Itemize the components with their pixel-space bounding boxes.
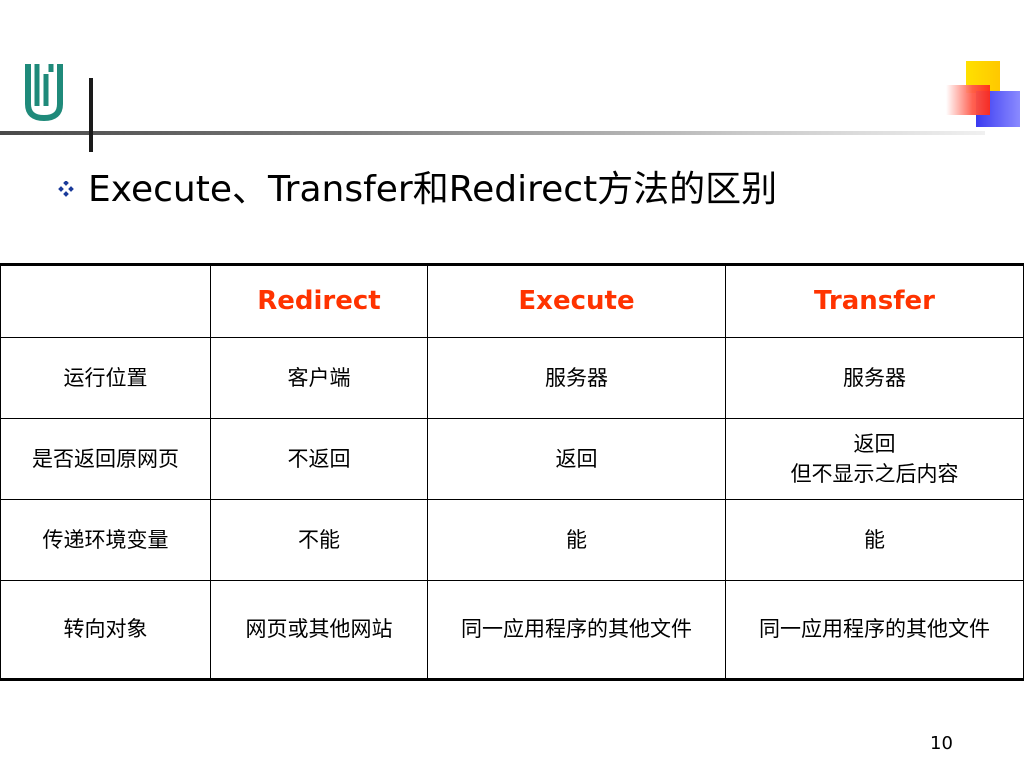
comparison-table-container: Redirect Execute Transfer 运行位置 客户端 服务器 服… (0, 263, 1024, 681)
header-vertical-line (89, 78, 93, 152)
header-cell-execute: Execute (427, 264, 726, 338)
header-divider-line (0, 131, 985, 135)
row-label: 是否返回原网页 (0, 418, 211, 500)
table-cell: 服务器 (725, 337, 1024, 419)
table-row: 运行位置 客户端 服务器 服务器 (0, 337, 1024, 419)
header-cell-redirect: Redirect (210, 264, 428, 338)
table-cell: 同一应用程序的其他文件 (725, 580, 1024, 680)
header-cell-transfer: Transfer (725, 264, 1024, 338)
row-label: 运行位置 (0, 337, 211, 419)
table-row: 是否返回原网页 不返回 返回 返回 但不显示之后内容 (0, 418, 1024, 500)
table-cell: 不返回 (210, 418, 428, 500)
comparison-table: Redirect Execute Transfer 运行位置 客户端 服务器 服… (0, 263, 1024, 681)
table-cell: 返回 (427, 418, 726, 500)
table-cell: 能 (725, 499, 1024, 581)
table-row: 转向对象 网页或其他网站 同一应用程序的其他文件 同一应用程序的其他文件 (0, 580, 1024, 680)
table-cell: 服务器 (427, 337, 726, 419)
row-label: 转向对象 (0, 580, 211, 680)
table-cell: 同一应用程序的其他文件 (427, 580, 726, 680)
table-header-row: Redirect Execute Transfer (0, 264, 1024, 338)
table-row: 传递环境变量 不能 能 能 (0, 499, 1024, 581)
header-cell-empty (0, 264, 211, 338)
slide-title-row: Execute、Transfer和Redirect方法的区别 (58, 160, 777, 212)
table-cell: 客户端 (210, 337, 428, 419)
decorative-squares-icon (946, 61, 1020, 127)
slide-title: Execute、Transfer和Redirect方法的区别 (88, 169, 778, 210)
row-label: 传递环境变量 (0, 499, 211, 581)
table-cell: 返回 但不显示之后内容 (725, 418, 1024, 500)
table-cell: 能 (427, 499, 726, 581)
table-cell: 网页或其他网站 (210, 580, 428, 680)
page-number: 10 (930, 733, 953, 754)
university-logo-icon (25, 64, 63, 122)
table-cell: 不能 (210, 499, 428, 581)
diamond-bullet-icon (58, 181, 74, 197)
